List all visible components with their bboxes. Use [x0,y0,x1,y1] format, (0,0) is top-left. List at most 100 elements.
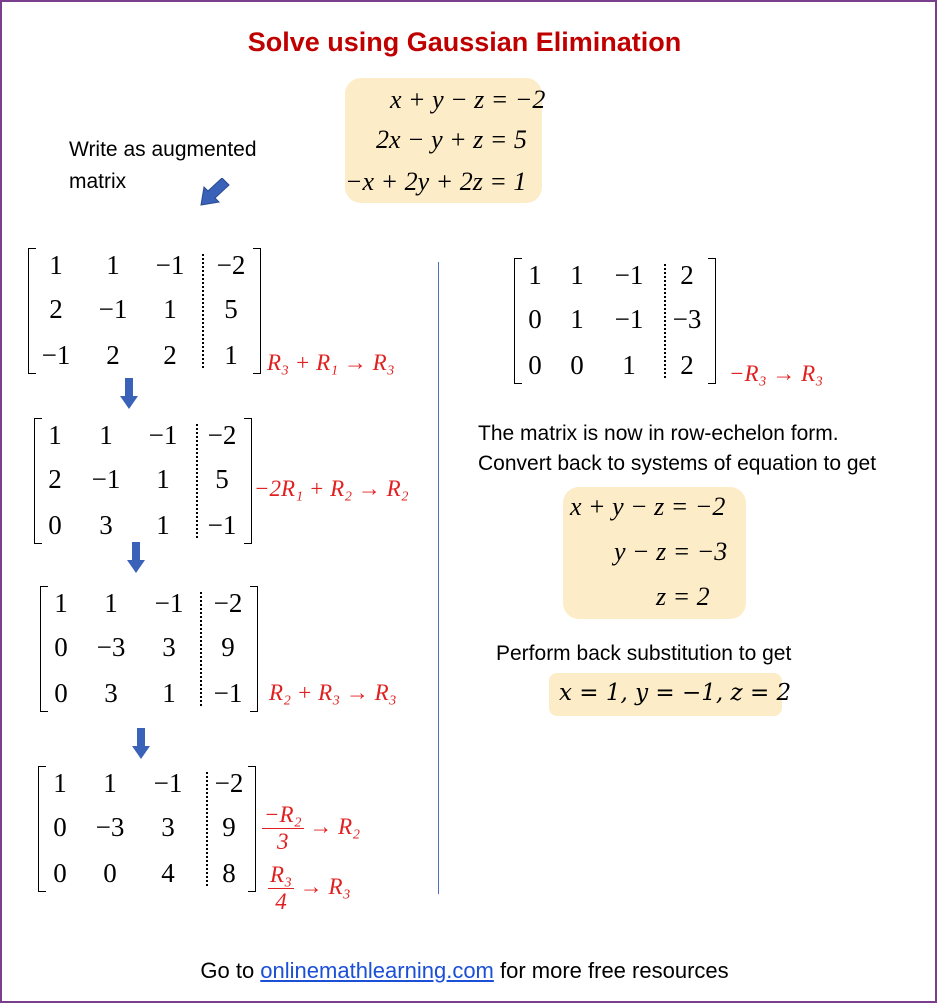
system-box [345,78,542,203]
row-op-4a-denominator: 3 [277,829,289,854]
matrix-1-cell: 1 [224,340,238,370]
matrix-3-cell: 0 [54,678,68,708]
matrix-5-cell: 1 [570,260,584,290]
row-echelon-text: The matrix is now in row-echelon form. [478,422,839,445]
diagonal-arrow-icon [200,178,230,206]
matrix-2-cell: 3 [99,510,113,540]
matrix-5-cell: −1 [614,304,644,334]
reduced-eq-3: z = 2 [656,582,710,611]
matrix-3-cell: −1 [154,588,184,618]
result-box [549,673,782,716]
row-op-4b-numerator: R₃ [268,862,295,889]
matrix-3-cell: 1 [162,678,176,708]
matrix-1-cell: 2 [163,340,177,370]
result-equation: x = 1, y = −1, z = 2 [559,680,792,706]
down-arrow-icon [127,542,145,573]
footer-suffix: for more free resources [493,958,729,983]
matrix-3-cell: −2 [213,588,243,618]
matrix-1-cell: 1 [106,250,120,280]
down-arrow-icon [132,728,150,759]
matrix-2-cell: 5 [215,464,229,494]
matrix-4-cell: −2 [214,768,244,798]
matrix-5: 1 1 −1 2 0 1 −1 −3 0 0 1 2 [514,258,734,386]
matrix-1-cell: −2 [216,250,246,280]
matrix-4-cell: 9 [222,812,236,842]
row-op-5: −R₃ → R₃ [729,361,824,386]
row-op-4b-denominator: 4 [275,889,287,914]
matrix-3-cell: −1 [213,678,243,708]
matrix-3-cell: 0 [54,632,68,662]
system-eq-3: −x + 2y + 2z = 1 [345,167,527,196]
matrix-4: 1 1 −1 −2 0 −3 3 9 0 0 4 8 [38,766,268,894]
matrix-2-cell: 2 [48,464,62,494]
matrix-2-cell: −1 [207,510,237,540]
down-arrow-icon [120,378,138,409]
matrix-2-cell: 1 [156,510,170,540]
footer: Go to onlinemathlearning.com for more fr… [0,958,929,984]
system-eq-1: x + y − z = −2 [390,85,546,114]
matrix-1-cell: 2 [49,294,63,324]
matrix-1: 1 1 −1 −2 2 −1 1 5 −1 2 2 1 [28,248,268,376]
matrix-4-cell: 1 [103,768,117,798]
matrix-4-cell: 0 [103,858,117,888]
matrix-5-cell: 1 [570,304,584,334]
reduced-eq-2: y − z = −3 [614,537,728,566]
matrix-1-cell: 1 [163,294,177,324]
matrix-5-cell: −1 [614,260,644,290]
augment-label: Write as augmented matrix [69,138,257,193]
matrix-3-cell: 3 [104,678,118,708]
matrix-5-cell: 0 [528,350,542,380]
matrix-2: 1 1 −1 −2 2 −1 1 5 0 3 1 −1 [34,418,264,546]
reduced-eq-1: x + y − z = −2 [570,492,726,521]
matrix-1-cell: 5 [224,294,238,324]
matrix-5-cell: −3 [672,304,702,334]
matrix-2-cell: 1 [156,464,170,494]
matrix-3-cell: 3 [162,632,176,662]
matrix-1-cell: −1 [98,294,128,324]
matrix-1-cell: −1 [155,250,185,280]
matrix-1-cell: 2 [106,340,120,370]
row-op-1: R₃ + R₁ → R₃ [267,350,395,375]
matrix-1-cell: 1 [49,250,63,280]
convert-back-text: Convert back to systems of equation to g… [478,452,877,475]
matrix-2-cell: 1 [48,420,62,450]
matrix-3-cell: −3 [96,632,126,662]
reduced-system-box [563,487,746,619]
matrix-5-cell: 0 [570,350,584,380]
matrix-4-cell: 0 [53,812,67,842]
system-eq-2: 2x − y + z = 5 [376,125,527,154]
matrix-3-cell: 9 [221,632,235,662]
matrix-3: 1 1 −1 −2 0 −3 3 9 0 3 1 −1 [40,586,270,714]
matrix-4-cell: 0 [53,858,67,888]
matrix-4-cell: 4 [161,858,175,888]
matrix-5-cell: 1 [528,260,542,290]
matrix-4-cell: 1 [53,768,67,798]
matrix-2-cell: −2 [207,420,237,450]
matrix-4-cell: −1 [153,768,183,798]
matrix-3-cell: 1 [54,588,68,618]
column-divider [438,262,439,894]
footer-prefix: Go to [200,958,261,983]
matrix-4-cell: 8 [222,858,236,888]
page-title: Solve using Gaussian Elimination [247,27,682,57]
matrix-2-cell: −1 [91,464,121,494]
matrix-2-cell: 1 [99,420,113,450]
row-op-4a-numerator: −R₂ [262,802,304,829]
matrix-2-cell: 0 [48,510,62,540]
matrix-4-cell: 3 [161,812,175,842]
matrix-4-cell: −3 [95,812,125,842]
matrix-5-cell: 1 [622,350,636,380]
row-op-3: R₂ + R₃ → R₃ [269,680,397,705]
row-op-4b-target: → R₃ [299,873,351,899]
matrix-5-cell: 2 [680,260,694,290]
matrix-2-cell: −1 [148,420,178,450]
back-substitution-text: Perform back substitution to get [496,642,792,665]
matrix-1-cell: −1 [41,340,71,370]
footer-link[interactable]: onlinemathlearning.com [260,958,494,983]
matrix-5-cell: 0 [528,304,542,334]
matrix-5-cell: 2 [680,350,694,380]
matrix-3-cell: 1 [104,588,118,618]
